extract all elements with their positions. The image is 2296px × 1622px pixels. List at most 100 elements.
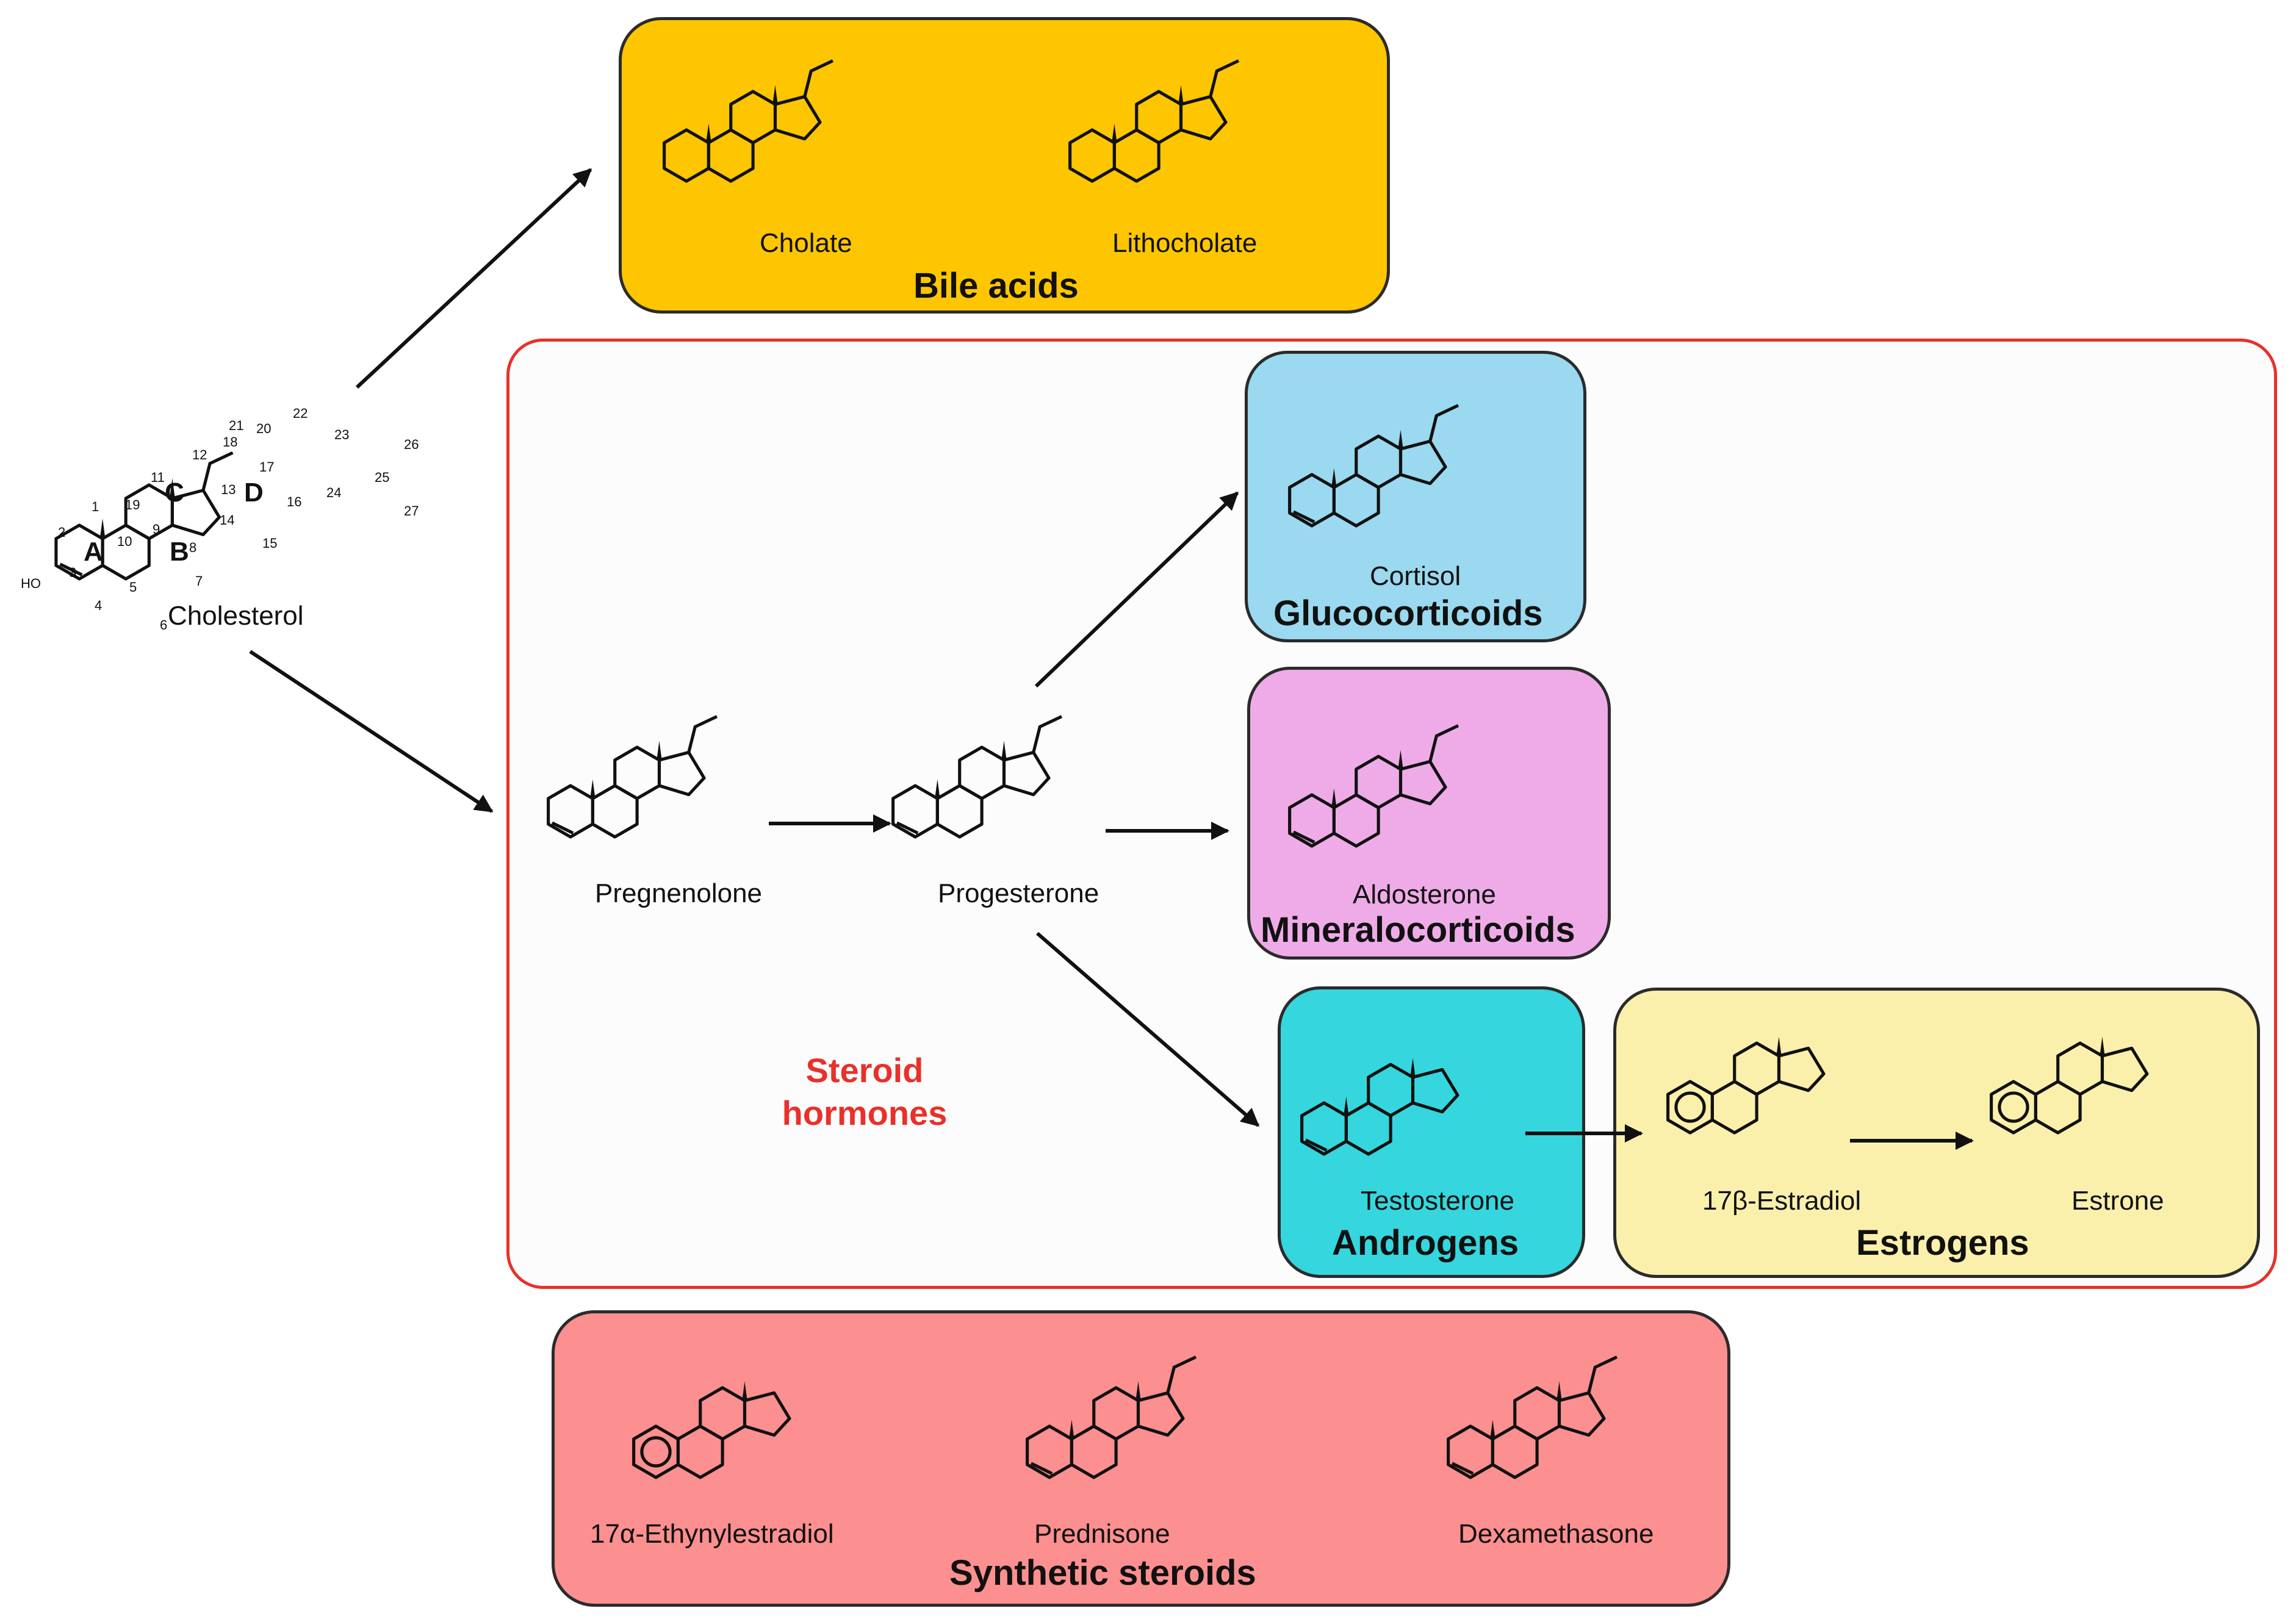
aromatic-ring: [1998, 1091, 2029, 1123]
carbon-number-6: 6: [160, 617, 168, 633]
methyl-18: [1410, 1058, 1416, 1077]
methyl-19: [1344, 1096, 1349, 1116]
methyl-18: [1178, 85, 1184, 104]
ring-0: [1447, 1424, 1494, 1479]
ring-d: [657, 750, 706, 797]
title-estrogens: Estrogens: [1856, 1223, 2029, 1263]
ring-d: [1398, 759, 1447, 806]
methyl-18: [170, 478, 175, 498]
ring-d: [1002, 750, 1051, 797]
methyl-18: [2100, 1036, 2105, 1056]
ring-0: [1300, 1101, 1348, 1156]
methyl-19: [1331, 468, 1337, 487]
side-chain: [1209, 59, 1240, 98]
label-cortisol: Cortisol: [1370, 561, 1461, 591]
methyl-18: [1398, 429, 1403, 449]
mineralocorticoids-box: [1247, 667, 1611, 960]
carbon-number-1: 1: [92, 499, 99, 514]
ring-2: [613, 745, 661, 800]
methyl-18: [1135, 1381, 1141, 1401]
ring-d: [170, 489, 221, 536]
label-ethynylestradiol: 17α-Ethynylestradiol: [590, 1519, 834, 1549]
carbon-number-15: 15: [262, 536, 278, 551]
ring-0: [1068, 128, 1116, 183]
ring-0: [1288, 473, 1336, 528]
ring-2: [1367, 1063, 1415, 1118]
methyl-18: [1776, 1036, 1782, 1056]
ring-label-d: D: [244, 478, 264, 508]
side-chain: [1428, 404, 1459, 442]
ring-d: [1777, 1046, 1826, 1093]
methyl-19: [99, 519, 106, 539]
aldosterone-structure: [1288, 724, 1459, 848]
ring-2: [1513, 1386, 1561, 1441]
carbon-number-14: 14: [220, 512, 235, 528]
cholesterol-structure: [54, 451, 234, 581]
estrone-structure: [1990, 1036, 2149, 1135]
ring-2: [1135, 90, 1183, 145]
carbon-number-26: 26: [404, 437, 419, 452]
pregnenolone-structure: [547, 715, 718, 839]
synthetic-steroids-box: [552, 1310, 1730, 1607]
title-steroid-hormones: Steroid hormones: [782, 1051, 948, 1132]
carbon-number-18: 18: [223, 434, 238, 450]
carbon-number-5: 5: [129, 580, 137, 595]
ring-label-a: A: [84, 537, 103, 567]
carbon-number-3: 3: [69, 565, 77, 580]
ring-d: [1136, 1391, 1185, 1437]
carbon-number-23: 23: [334, 427, 350, 442]
label-aldosterone: Aldosterone: [1353, 880, 1496, 910]
title-bile-acids: Bile acids: [913, 266, 1079, 306]
ethynylestradiol-structure: [632, 1381, 791, 1479]
ring-2: [958, 745, 1006, 800]
carbon-number-17: 17: [259, 459, 275, 475]
reaction-arrows: [249, 168, 1974, 1150]
label-dexamethasone: Dexamethasone: [1458, 1519, 1654, 1549]
testosterone-structure: [1300, 1058, 1459, 1156]
methyl-18: [742, 1381, 747, 1401]
ring-d: [1179, 95, 1228, 141]
methyl-18: [657, 741, 662, 760]
side-chain: [1166, 1355, 1197, 1394]
bile-acids-box: [619, 17, 1390, 314]
cholesterol-hydroxyl: HO: [21, 576, 41, 591]
title-synthetic-steroids: Synthetic steroids: [949, 1553, 1256, 1593]
arrow-cholesterol-to-bile-acids: [355, 168, 592, 389]
ring-2: [1733, 1041, 1781, 1096]
label-estradiol: 17β-Estradiol: [1702, 1186, 1862, 1216]
arrow-progesterone-to-testosterone: [1036, 931, 1260, 1127]
label-prednisone: Prednisone: [1034, 1519, 1170, 1549]
label-cholate: Cholate: [760, 228, 852, 258]
cortisol-structure: [1288, 404, 1459, 528]
label-cholesterol: Cholesterol: [168, 601, 304, 631]
carbon-number-11: 11: [151, 470, 165, 485]
carbon-number-20: 20: [256, 421, 272, 436]
arrow-cholesterol-to-steroid-hormones: [249, 650, 494, 813]
carbon-number-7: 7: [195, 573, 203, 589]
ring-d: [773, 95, 822, 141]
carbon-number-16: 16: [287, 494, 302, 509]
ring-0: [1026, 1424, 1073, 1479]
ring-2: [1355, 755, 1403, 809]
carbon-number-25: 25: [375, 470, 390, 485]
ring-2: [1092, 1386, 1140, 1441]
carbon-number-27: 27: [404, 503, 419, 519]
double-bond: [1305, 1138, 1328, 1152]
double-bond: [59, 562, 83, 576]
carbon-number-4: 4: [95, 598, 103, 613]
side-chain: [687, 715, 718, 753]
cholate-structure: [663, 59, 834, 183]
ring-d: [743, 1391, 791, 1437]
carbon-number-9: 9: [153, 522, 160, 537]
carbon-number-2: 2: [58, 525, 66, 540]
methyl-19: [1069, 1419, 1074, 1439]
arrow-progesterone-to-cortisol: [1034, 491, 1239, 688]
ring-d: [1398, 439, 1447, 486]
ring-0: [1288, 793, 1336, 848]
carbon-number-13: 13: [221, 482, 236, 497]
ring-d: [1557, 1391, 1606, 1437]
aromatic-ring: [640, 1436, 672, 1468]
ring-0: [891, 784, 939, 839]
side-chain: [201, 451, 234, 491]
